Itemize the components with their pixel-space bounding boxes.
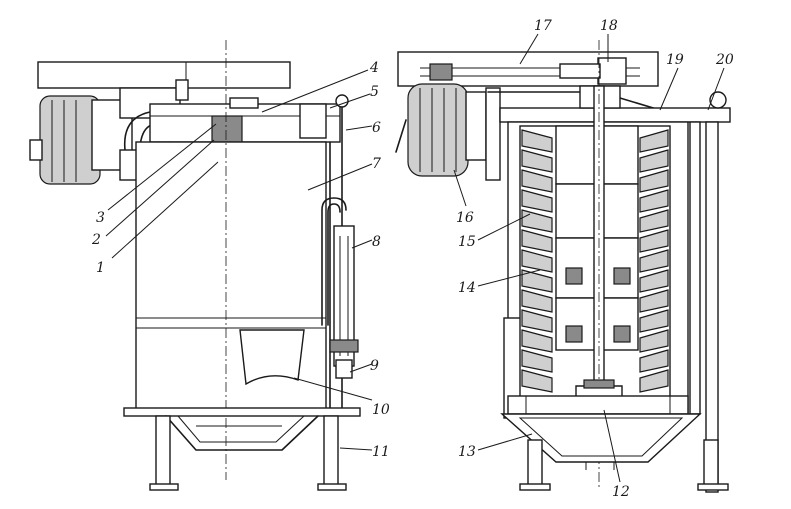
label-18: 18	[600, 18, 618, 34]
label-4: 4	[369, 60, 379, 76]
label-6: 6	[372, 120, 381, 136]
label-15: 15	[458, 234, 476, 250]
label-13: 13	[458, 444, 476, 460]
right-view	[395, 40, 731, 493]
label-20: 20	[715, 52, 734, 68]
label-17: 17	[534, 18, 552, 34]
label-3: 3	[96, 210, 105, 226]
label-2: 2	[91, 232, 101, 248]
left-motor	[39, 95, 101, 185]
left-hopper	[165, 415, 319, 451]
left-leg-b	[323, 415, 339, 487]
left-leg-a	[155, 415, 171, 487]
labels: 1 2 3 4 5 6 7 8 9 10 11 12 13 14 15 16 1…	[91, 18, 734, 500]
label-10: 10	[372, 402, 390, 418]
left-view	[29, 40, 361, 491]
left-blades	[521, 129, 553, 393]
label-1: 1	[96, 260, 105, 276]
right-blades	[639, 129, 669, 393]
label-11: 11	[372, 444, 390, 460]
left-base-plate	[123, 407, 361, 417]
label-14: 14	[458, 280, 476, 296]
left-drive-plate	[37, 61, 291, 89]
discharge-chute	[239, 329, 305, 386]
gauge-tube	[321, 197, 347, 326]
right-top-cover	[499, 107, 731, 123]
label-7: 7	[372, 156, 381, 172]
right-motor	[407, 83, 469, 177]
label-19: 19	[666, 52, 684, 68]
label-9: 9	[370, 358, 379, 374]
right-leg-b	[703, 439, 719, 487]
leader-lines	[105, 33, 725, 483]
right-leg-a	[527, 439, 543, 487]
label-8: 8	[372, 234, 381, 250]
label-12: 12	[612, 484, 630, 500]
label-5: 5	[370, 84, 379, 100]
label-16: 16	[456, 210, 474, 226]
